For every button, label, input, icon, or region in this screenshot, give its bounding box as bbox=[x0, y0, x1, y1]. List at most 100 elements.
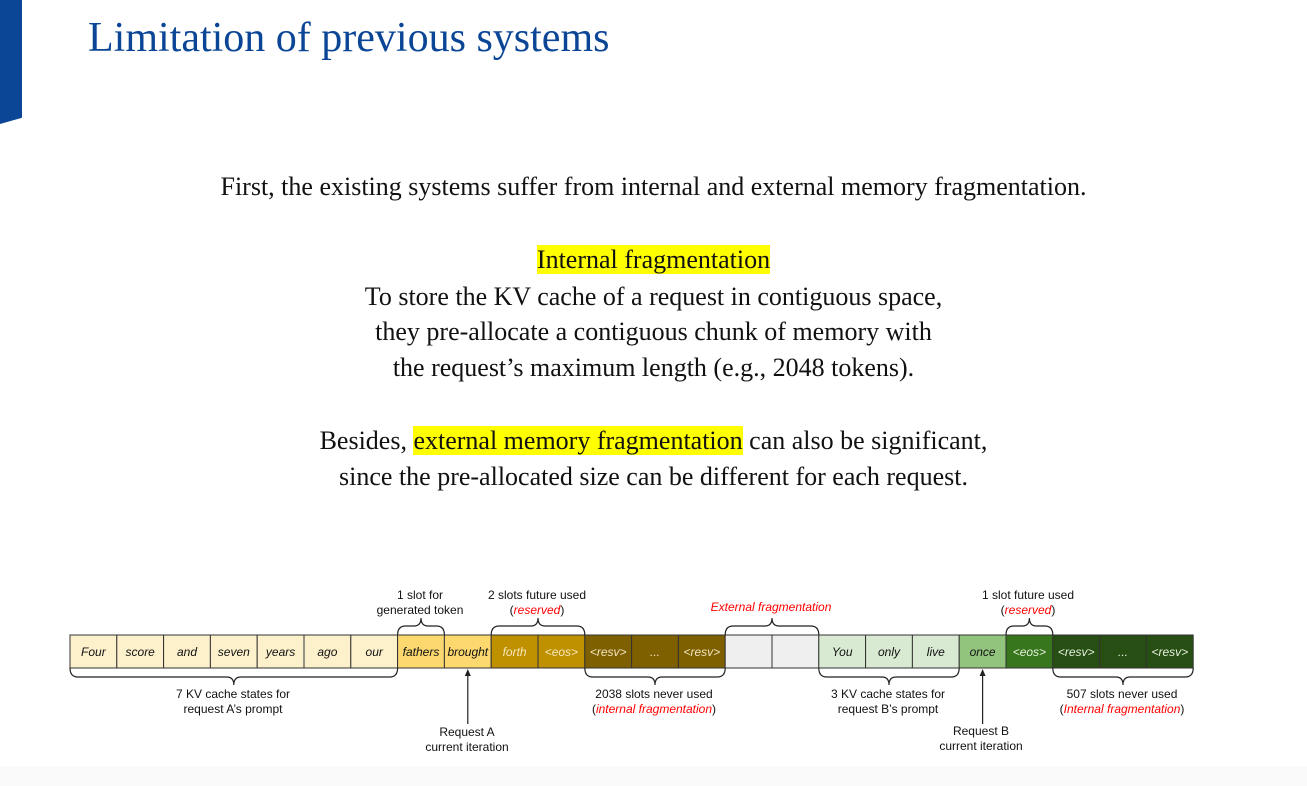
label-line: (reserved) bbox=[982, 603, 1074, 618]
kv-slot bbox=[1099, 634, 1147, 669]
paren: ( bbox=[591, 702, 596, 716]
kv-slot-label: score bbox=[126, 645, 156, 659]
internal-line-1: To store the KV cache of a request in co… bbox=[364, 282, 943, 311]
external-prefix: Besides, bbox=[319, 426, 414, 455]
kv-slot bbox=[1145, 634, 1194, 669]
internal-heading-line: Internal fragmentation bbox=[0, 242, 1307, 278]
label-line: 2038 slots never used bbox=[595, 687, 713, 701]
internal-heading: Internal fragmentation bbox=[536, 245, 771, 274]
label-line: (internal fragmentation) bbox=[592, 702, 716, 717]
label-line: request A’s prompt bbox=[183, 702, 283, 716]
label-a-reserved: 2 slots future used(reserved) bbox=[488, 588, 586, 618]
kv-slot bbox=[818, 634, 867, 669]
kv-slot-label: <eos> bbox=[545, 645, 578, 659]
kv-slot bbox=[163, 634, 211, 669]
label-a-unused: 2038 slots never used(internal fragmenta… bbox=[592, 687, 716, 717]
kv-slot bbox=[256, 634, 305, 669]
kv-slot bbox=[631, 634, 679, 669]
external-line-2: since the pre-allocated size can be diff… bbox=[339, 462, 968, 491]
kv-slot-label: forth bbox=[503, 645, 527, 659]
label-line: (reserved) bbox=[488, 603, 586, 618]
intro-text: First, the existing systems suffer from … bbox=[220, 172, 1087, 201]
label-line: 2 slots future used bbox=[487, 588, 587, 602]
label-external-fragmentation: External fragmentation bbox=[710, 600, 832, 614]
internal-line-2: they pre-allocate a contiguous chunk of … bbox=[375, 317, 932, 346]
brace-b-unused bbox=[1052, 667, 1194, 686]
slide-title: Limitation of previous systems bbox=[88, 15, 610, 61]
kv-slot bbox=[677, 634, 726, 669]
kv-slot-label: You bbox=[832, 645, 853, 659]
kv-slot-label: seven bbox=[218, 645, 250, 659]
paren: ) bbox=[560, 603, 565, 617]
kv-slot bbox=[303, 634, 352, 669]
kv-slot-label: ... bbox=[1118, 645, 1128, 659]
footer-strip bbox=[0, 766, 1307, 786]
arrow-request-a-head bbox=[464, 669, 471, 676]
label-line: current iteration bbox=[939, 739, 1023, 753]
kv-slot-label: <resv> bbox=[1058, 645, 1095, 659]
label-line: current iteration bbox=[425, 740, 509, 754]
kv-slot-label: <resv> bbox=[590, 645, 627, 659]
internal-line-3: the request’s maximum length (e.g., 2048… bbox=[392, 353, 915, 382]
accent-bar bbox=[0, 0, 22, 124]
kv-slot bbox=[350, 634, 399, 669]
label-line: (Internal fragmentation) bbox=[1060, 702, 1185, 717]
brace-generated-slot bbox=[397, 617, 445, 636]
kv-slot bbox=[771, 634, 820, 669]
external-highlight: external memory fragmentation bbox=[413, 426, 743, 455]
label-line: generated token bbox=[376, 603, 464, 617]
red-text: internal fragmentation bbox=[595, 702, 713, 716]
label-line: 1 slot future used bbox=[981, 588, 1075, 602]
kv-slot-label: ago bbox=[317, 645, 337, 659]
label-b-reserved: 1 slot future used(reserved) bbox=[982, 588, 1074, 618]
arrow-request-b-head bbox=[979, 669, 986, 676]
label-line: 3 KV cache states for bbox=[830, 687, 946, 701]
brace-a-unused bbox=[584, 667, 726, 686]
red-text: reserved bbox=[513, 603, 561, 617]
kv-slot bbox=[911, 634, 960, 669]
brace-external-fragmentation bbox=[724, 617, 820, 636]
red-text: Internal fragmentation bbox=[1063, 702, 1181, 716]
label-line: Request A bbox=[439, 725, 495, 739]
paren: ( bbox=[509, 603, 514, 617]
label-b-unused: 507 slots never used(Internal fragmentat… bbox=[1060, 687, 1185, 717]
kv-slot bbox=[397, 634, 445, 669]
kv-slot-label: our bbox=[366, 645, 384, 659]
label-line: request B’s prompt bbox=[837, 702, 939, 716]
kv-slot bbox=[865, 634, 913, 669]
paren: ) bbox=[712, 702, 717, 716]
paren: ( bbox=[1000, 603, 1005, 617]
kv-slot bbox=[69, 634, 118, 669]
kv-slot-label: once bbox=[970, 645, 996, 659]
paren: ( bbox=[1059, 702, 1064, 716]
kv-slot bbox=[209, 634, 258, 669]
kv-slot-label: live bbox=[927, 645, 945, 659]
kv-slot-label: <eos> bbox=[1013, 645, 1046, 659]
kv-slot-label: fathers bbox=[403, 645, 440, 659]
external-line-1: Besides, external memory fragmentation c… bbox=[0, 423, 1307, 459]
kv-slot bbox=[116, 634, 165, 669]
paren: ) bbox=[1180, 702, 1185, 716]
label-line: 7 KV cache states for bbox=[175, 687, 291, 701]
brace-a-reserved bbox=[490, 617, 586, 636]
label-line: 1 slot for bbox=[396, 588, 444, 602]
kv-slot bbox=[490, 634, 539, 669]
kv-slot-label: ... bbox=[650, 645, 660, 659]
kv-slot bbox=[443, 634, 492, 669]
kv-slot-label: <resv> bbox=[1151, 645, 1188, 659]
kv-slot-label: Four bbox=[81, 645, 107, 659]
kv-slot bbox=[958, 634, 1007, 669]
brace-b-prompt bbox=[818, 667, 960, 686]
red-text: reserved bbox=[1004, 603, 1052, 617]
kv-slot bbox=[537, 634, 586, 669]
kv-slot bbox=[724, 634, 773, 669]
kv-slot-label: and bbox=[177, 645, 197, 659]
kv-slot-label: years bbox=[265, 645, 295, 659]
kv-slot-label: only bbox=[878, 645, 901, 659]
